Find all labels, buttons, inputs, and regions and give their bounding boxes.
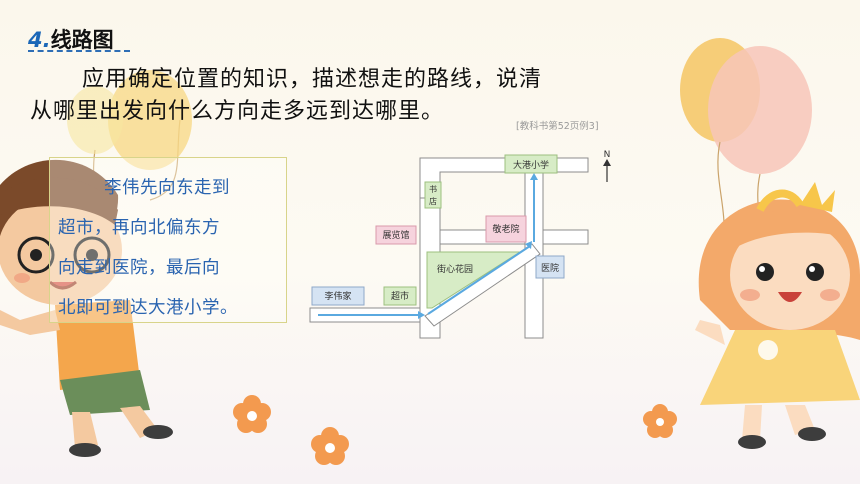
compass-north-icon: N	[603, 150, 611, 182]
map-label-supermarket: 超市	[391, 290, 409, 302]
map-bookstore	[424, 181, 442, 209]
map-label-liwei-home: 李伟家	[324, 290, 351, 302]
map-label-hospital: 医院	[541, 262, 559, 274]
flower-icon	[311, 427, 349, 465]
map-hospital	[535, 255, 565, 279]
svg-text:N: N	[604, 150, 611, 160]
map-label-exhibition: 展览馆	[382, 229, 409, 241]
map-label-bookstore-2: 店	[429, 196, 437, 206]
flower-icon	[643, 404, 677, 438]
map-label-nursing-home: 敬老院	[492, 223, 519, 235]
girl-illustration	[695, 182, 860, 449]
answer-line-4: 北即可到达大港小学。	[58, 298, 238, 318]
map-exhibition	[375, 225, 417, 245]
answer-box	[49, 157, 287, 323]
map-label-garden: 街心花园	[437, 263, 473, 275]
balloon-yellow-icon	[680, 38, 760, 142]
textbook-reference: [教科书第52页例3]	[516, 121, 599, 132]
map-liwei-home	[311, 286, 365, 306]
heading-underline	[28, 50, 130, 52]
balloon-pink-icon	[708, 46, 812, 174]
map-school	[504, 154, 558, 174]
answer-line-2: 超市，再向北偏东方	[58, 218, 220, 238]
answer-line-1: 李伟先向东走到	[104, 178, 230, 198]
section-heading: 4.线路图	[28, 24, 114, 54]
map-nursing-home	[485, 215, 527, 243]
section-title: 线路图	[50, 28, 114, 52]
route-path	[318, 178, 535, 316]
map-label-school: 大港小学	[513, 159, 549, 171]
flower-icon	[233, 395, 271, 433]
map-supermarket	[383, 286, 417, 306]
intro-line-2: 从哪里出发向什么方向走多远到达哪里。	[30, 99, 445, 124]
intro-line-1: 应用确定位置的知识，描述想走的路线，说清	[82, 67, 543, 92]
answer-line-3: 向走到医院，最后向	[58, 258, 220, 278]
map-label-bookstore: 书	[429, 184, 437, 194]
route-map: N 大港小学 书 店 敬老院 展览馆 街心花园 医院 李伟家 超市	[309, 150, 611, 339]
section-number: 4.	[28, 28, 51, 52]
intro-paragraph: 应用确定位置的知识，描述想走的路线，说清 从哪里出发向什么方向走多远到达哪里。	[30, 64, 650, 128]
answer-text: 李伟先向东走到 超市，再向北偏东方 向走到医院，最后向 北即可到达大港小学。	[58, 168, 282, 328]
map-garden	[426, 251, 522, 309]
road-top	[419, 157, 589, 219]
